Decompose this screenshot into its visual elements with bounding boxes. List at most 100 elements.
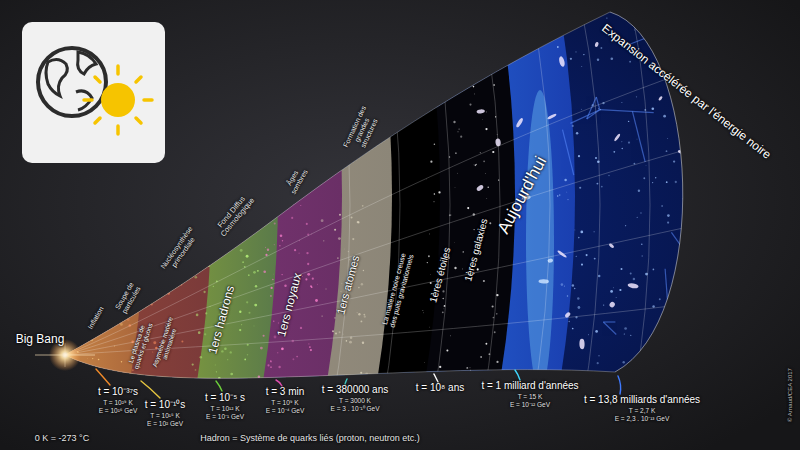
web-dot xyxy=(581,264,583,266)
web-dot xyxy=(578,155,580,157)
star xyxy=(429,326,431,328)
particle xyxy=(214,364,216,366)
particle xyxy=(321,219,324,222)
particle xyxy=(74,248,75,249)
web-dot xyxy=(557,46,559,48)
particle xyxy=(155,250,157,252)
era-label: Nucléosynthèse primordiale xyxy=(156,220,204,280)
web-dot xyxy=(580,108,582,110)
particle xyxy=(130,261,132,263)
particle xyxy=(273,244,275,246)
particle xyxy=(192,364,194,366)
particle xyxy=(242,261,244,263)
particle xyxy=(244,359,246,361)
particle xyxy=(307,273,310,276)
web-dot xyxy=(691,131,692,132)
particle xyxy=(147,251,148,252)
particle xyxy=(310,285,312,287)
particle xyxy=(248,312,250,314)
particle xyxy=(125,207,126,208)
web-dot xyxy=(694,57,695,58)
galaxy xyxy=(608,301,615,309)
star xyxy=(455,152,457,154)
particle xyxy=(83,260,86,263)
star xyxy=(485,173,487,175)
band-label: 1ers hadrons xyxy=(206,284,237,355)
web-dot xyxy=(572,284,574,286)
web-dot xyxy=(666,150,668,152)
web-dot xyxy=(578,237,580,239)
band-label: 1ers atomes xyxy=(334,254,362,316)
particle xyxy=(279,245,281,247)
star xyxy=(438,191,440,193)
web-dot xyxy=(579,187,581,189)
web-dot xyxy=(692,252,694,254)
web-dot xyxy=(636,138,638,140)
web-dot xyxy=(621,141,623,143)
particle xyxy=(77,239,79,241)
web-dot xyxy=(702,40,705,43)
particle xyxy=(216,371,217,372)
particle xyxy=(142,261,144,263)
particle xyxy=(321,315,322,316)
particle xyxy=(113,277,115,279)
web-dot xyxy=(683,360,685,362)
star xyxy=(480,356,482,358)
particle xyxy=(274,222,276,224)
star xyxy=(434,69,436,71)
particle xyxy=(88,258,90,260)
particle xyxy=(96,294,98,296)
particle xyxy=(70,284,72,286)
web-dot xyxy=(682,362,684,364)
credit-label: © Arnaud/CEA 2017 xyxy=(787,368,794,422)
particle xyxy=(121,319,123,321)
particle xyxy=(204,333,206,335)
particle xyxy=(254,304,257,307)
particle xyxy=(270,360,271,361)
particle xyxy=(358,313,360,315)
particle xyxy=(201,204,204,207)
web-dot xyxy=(630,272,632,274)
band-note: Le plasma de quarks et gluons xyxy=(124,316,155,374)
web-dot xyxy=(608,175,609,176)
web-dot xyxy=(694,300,696,302)
particle xyxy=(270,295,272,297)
web-dot xyxy=(613,287,615,289)
temperature-label: T = 10¹² K xyxy=(211,405,240,412)
particle xyxy=(172,200,174,202)
particle xyxy=(103,297,106,300)
galaxy xyxy=(547,113,557,120)
particle xyxy=(195,369,197,371)
particle xyxy=(195,276,198,279)
galaxy xyxy=(613,133,620,142)
particle xyxy=(248,274,250,276)
particle xyxy=(229,200,232,203)
particle xyxy=(247,354,248,355)
particle xyxy=(76,220,77,221)
time-label: t = 13,8 milliards d'années xyxy=(584,394,700,405)
web-dot xyxy=(620,268,622,270)
web-dot xyxy=(667,138,668,139)
energy-label: E = 10⁻¹² GeV xyxy=(510,401,550,408)
dark-band xyxy=(0,0,440,410)
web-dot xyxy=(681,250,683,252)
particle xyxy=(284,284,286,286)
star xyxy=(481,119,483,121)
particle xyxy=(343,248,345,250)
web-dot xyxy=(673,318,674,319)
particle xyxy=(308,343,309,344)
particle xyxy=(296,356,298,358)
web-dot xyxy=(598,275,600,277)
particle xyxy=(79,364,81,366)
web-dot xyxy=(677,23,680,26)
particle xyxy=(270,366,272,368)
particle xyxy=(73,207,76,210)
band-note: Asymétrie matière antimatière xyxy=(150,314,181,372)
filament xyxy=(632,111,645,162)
web-dot xyxy=(641,255,643,257)
web-dot xyxy=(636,96,637,97)
web-dot xyxy=(666,181,668,183)
web-dot xyxy=(691,324,693,326)
web-dot xyxy=(663,115,666,118)
web-dot xyxy=(628,121,629,122)
